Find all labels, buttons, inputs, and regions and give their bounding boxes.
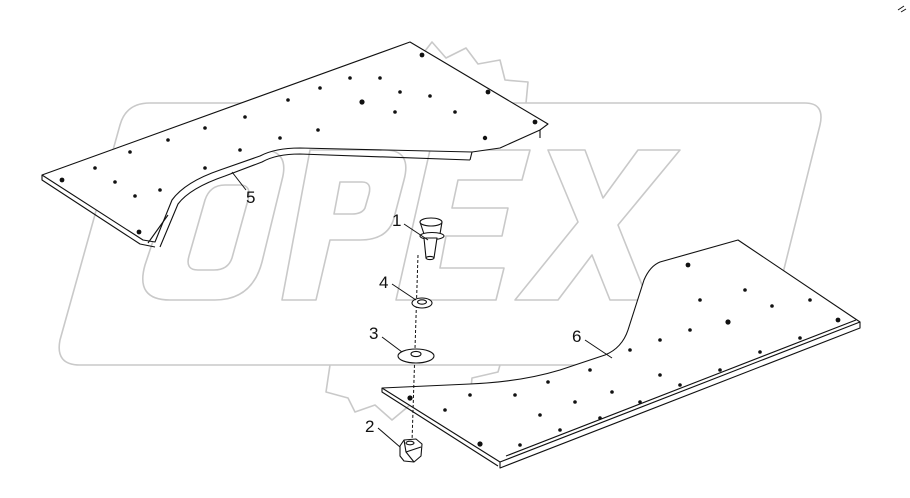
panel-6-holes [407,262,841,447]
leader-5 [231,171,247,191]
nut-2 [399,438,423,463]
washer-4 [411,297,433,309]
leader-4 [391,283,417,301]
callout-4: 4 [379,273,388,292]
callout-2: 2 [365,417,374,436]
callout-5: 5 [246,188,255,207]
panel-5 [41,41,549,248]
callout-3: 3 [369,324,378,343]
leader-2 [377,427,401,448]
leader-6 [584,339,613,359]
callout-1: 1 [392,211,401,230]
leader-3 [381,336,403,353]
corner-mark [897,5,907,13]
panel-6 [381,239,861,469]
assembly-axis [411,254,419,443]
panel-5-holes [59,52,538,235]
leader-1 [403,223,429,241]
bolt-1 [419,217,445,261]
washer-3 [397,348,435,364]
callout-6: 6 [572,327,581,346]
